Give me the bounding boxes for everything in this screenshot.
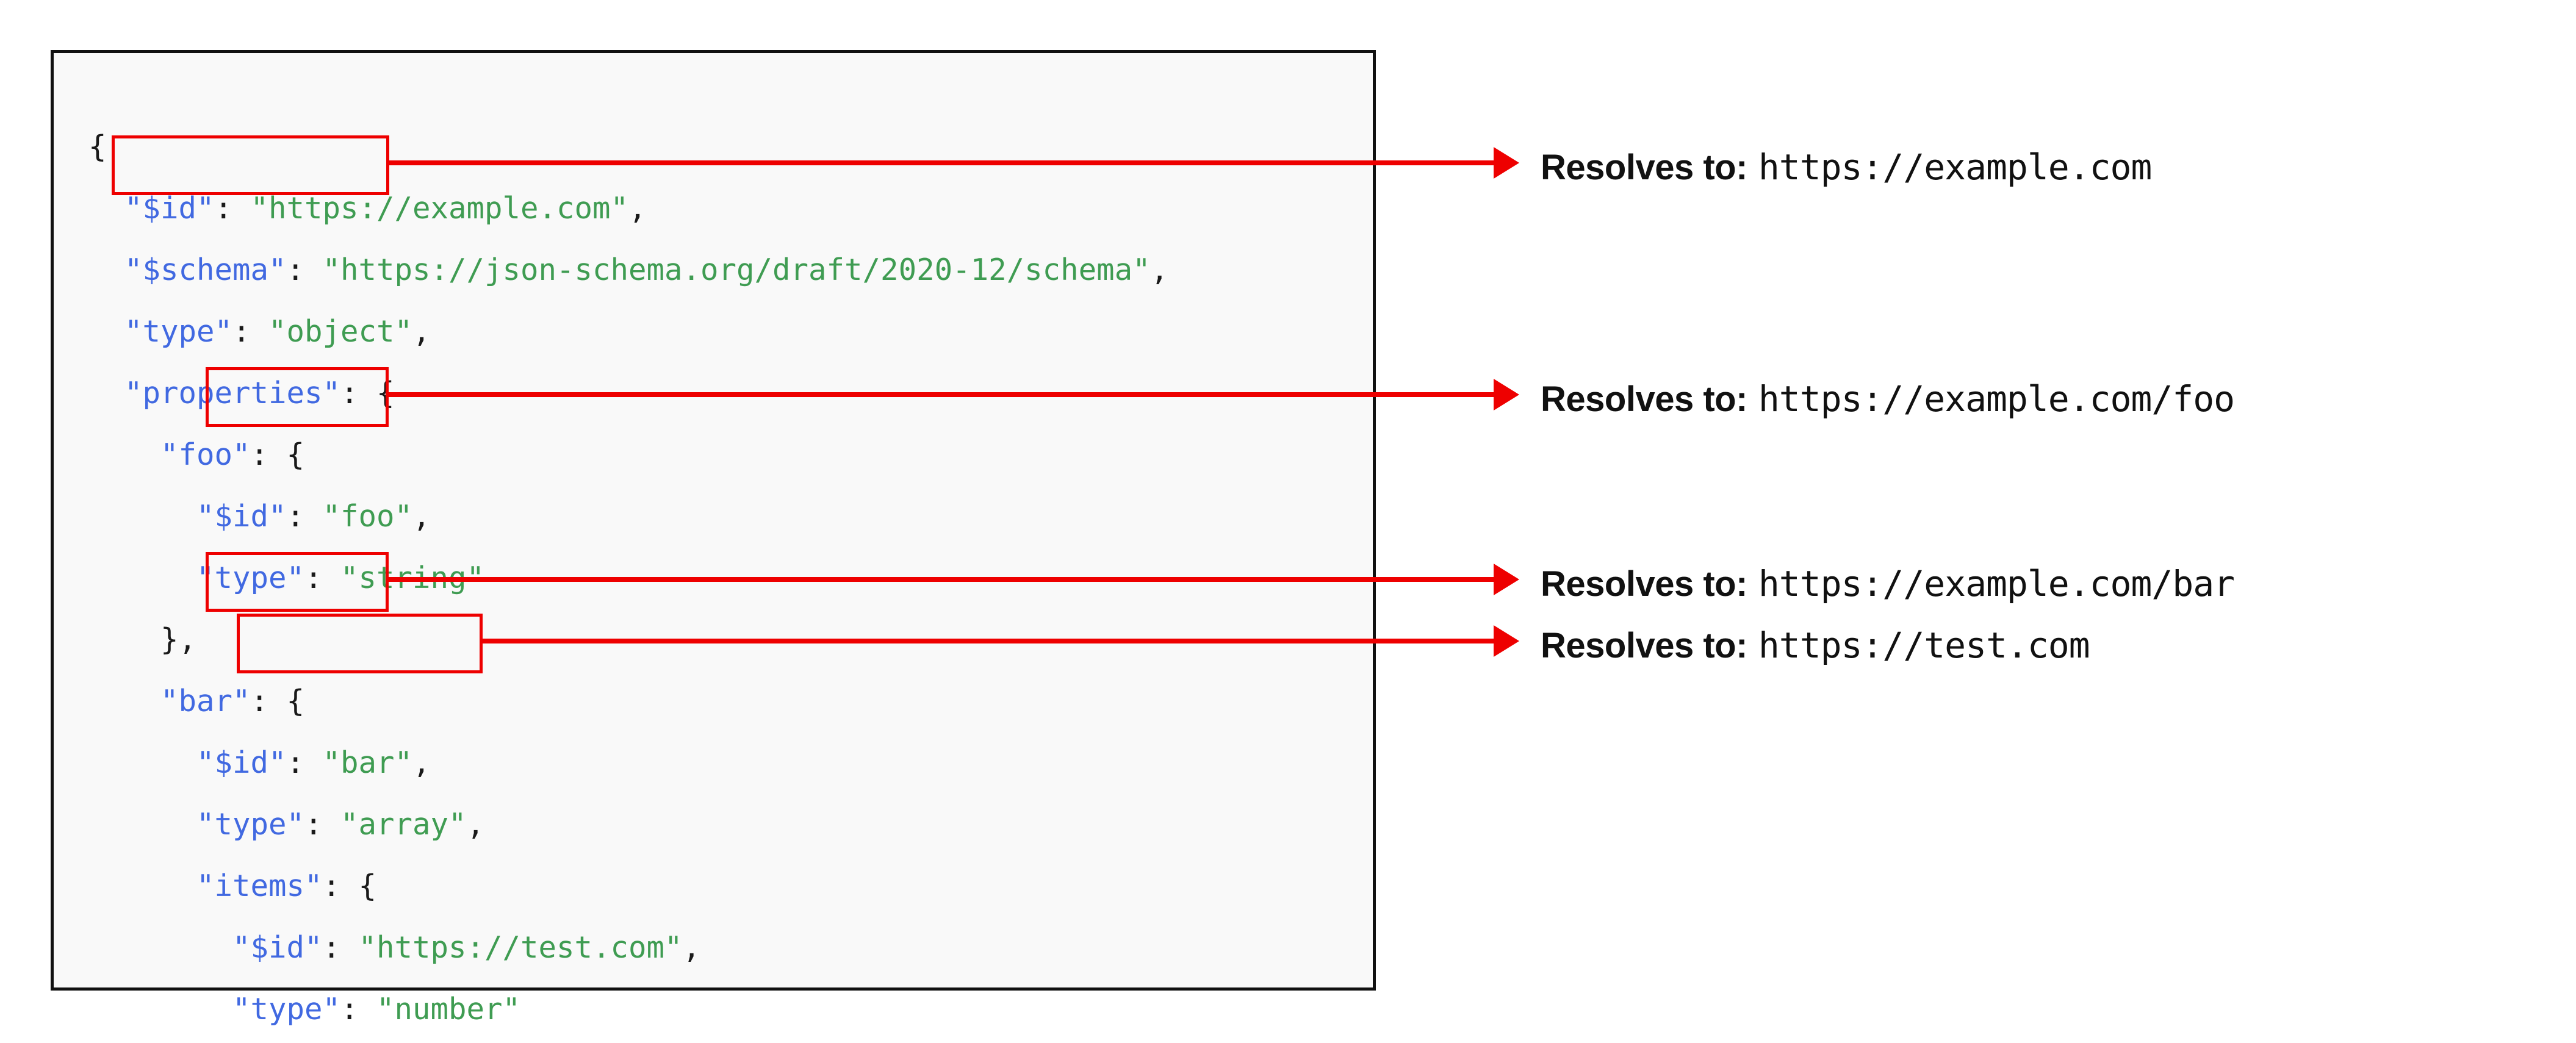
code-token: "items"	[196, 869, 323, 903]
code-token: :	[232, 314, 269, 349]
code-token: ,	[412, 499, 431, 534]
code-token: : {	[340, 376, 395, 410]
code-token: "https://example.com"	[250, 191, 629, 226]
resolved-uri-value: https://example.com/foo	[1758, 378, 2235, 420]
code-token: "https://json-schema.org/draft/2020-12/s…	[322, 253, 1151, 287]
resolution-root: Resolves to: https://example.com	[1541, 146, 2152, 188]
arrow-items-line	[482, 639, 1494, 643]
code-line: "$schema": "https://json-schema.org/draf…	[88, 239, 1168, 301]
code-token: : {	[250, 684, 305, 719]
code-token: : {	[250, 437, 305, 472]
code-token: "bar"	[322, 745, 413, 780]
code-token: "object"	[268, 314, 413, 349]
resolves-to-label: Resolves to:	[1541, 626, 1747, 665]
code-token: "foo"	[322, 499, 413, 534]
code-line: "$id": "https://test.com",	[88, 917, 1168, 978]
code-token: :	[322, 930, 359, 965]
json-code-listing: { "$id": "https://example.com", "$schema…	[88, 116, 1168, 1043]
code-token: ,	[628, 191, 647, 226]
code-token: :	[214, 191, 251, 226]
code-token: "$schema"	[124, 253, 287, 287]
code-token: "$id"	[232, 930, 323, 965]
code-line: "type": "object",	[88, 301, 1168, 362]
code-line: "properties": {	[88, 362, 1168, 424]
resolved-uri-value: https://test.com	[1758, 625, 2090, 666]
code-line: "type": "number"	[88, 978, 1168, 1040]
code-token: "$id"	[124, 191, 215, 226]
json-code-panel: { "$id": "https://example.com", "$schema…	[51, 50, 1376, 1027]
resolution-bar: Resolves to: https://example.com/bar	[1541, 563, 2235, 604]
code-token: {	[88, 129, 107, 164]
code-token: "foo"	[160, 437, 251, 472]
arrow-items-head-icon	[1494, 625, 1519, 657]
arrow-foo-line	[389, 392, 1494, 397]
code-line: "$id": "https://example.com",	[88, 177, 1168, 239]
resolved-uri-value: https://example.com	[1758, 146, 2152, 188]
code-token: :	[286, 499, 323, 534]
code-token: "$id"	[196, 745, 287, 780]
resolution-items: Resolves to: https://test.com	[1541, 625, 2090, 666]
code-token: "type"	[124, 314, 233, 349]
code-token: "properties"	[124, 376, 341, 410]
code-token: "$id"	[196, 499, 287, 534]
code-token: "type"	[196, 561, 305, 595]
code-token: : {	[322, 869, 377, 903]
code-token: "type"	[232, 992, 341, 1027]
arrow-bar-head-icon	[1494, 564, 1519, 595]
resolution-foo: Resolves to: https://example.com/foo	[1541, 378, 2235, 420]
code-token: "array"	[340, 807, 467, 842]
code-token: ,	[412, 745, 431, 780]
code-line: "$id": "bar",	[88, 732, 1168, 794]
code-line: }	[88, 1040, 1168, 1043]
resolves-to-label: Resolves to:	[1541, 379, 1747, 419]
code-line: "foo": {	[88, 424, 1168, 486]
code-token: "bar"	[160, 684, 251, 719]
code-token: "number"	[376, 992, 521, 1027]
code-token: :	[286, 745, 323, 780]
code-token: ,	[412, 314, 431, 349]
arrow-root-line	[389, 160, 1494, 165]
code-token: :	[286, 253, 323, 287]
code-line: },	[88, 609, 1168, 670]
code-line: "type": "array",	[88, 794, 1168, 855]
code-token: },	[160, 622, 197, 657]
resolves-to-label: Resolves to:	[1541, 148, 1747, 187]
arrow-bar-line	[389, 577, 1494, 582]
code-token: "https://test.com"	[358, 930, 683, 965]
code-line: {	[88, 116, 1168, 177]
code-token: ,	[682, 930, 701, 965]
arrow-foo-head-icon	[1494, 379, 1519, 410]
code-line: "bar": {	[88, 670, 1168, 732]
code-line: "type": "string"	[88, 547, 1168, 609]
code-token: ,	[1150, 253, 1169, 287]
code-token: :	[304, 807, 341, 842]
code-token: "type"	[196, 807, 305, 842]
arrow-root-head-icon	[1494, 147, 1519, 179]
code-token: ,	[466, 807, 485, 842]
code-token: :	[304, 561, 341, 595]
code-token: :	[340, 992, 377, 1027]
code-line: "$id": "foo",	[88, 486, 1168, 547]
resolves-to-label: Resolves to:	[1541, 564, 1747, 604]
code-line: "items": {	[88, 855, 1168, 917]
resolved-uri-value: https://example.com/bar	[1758, 563, 2235, 604]
